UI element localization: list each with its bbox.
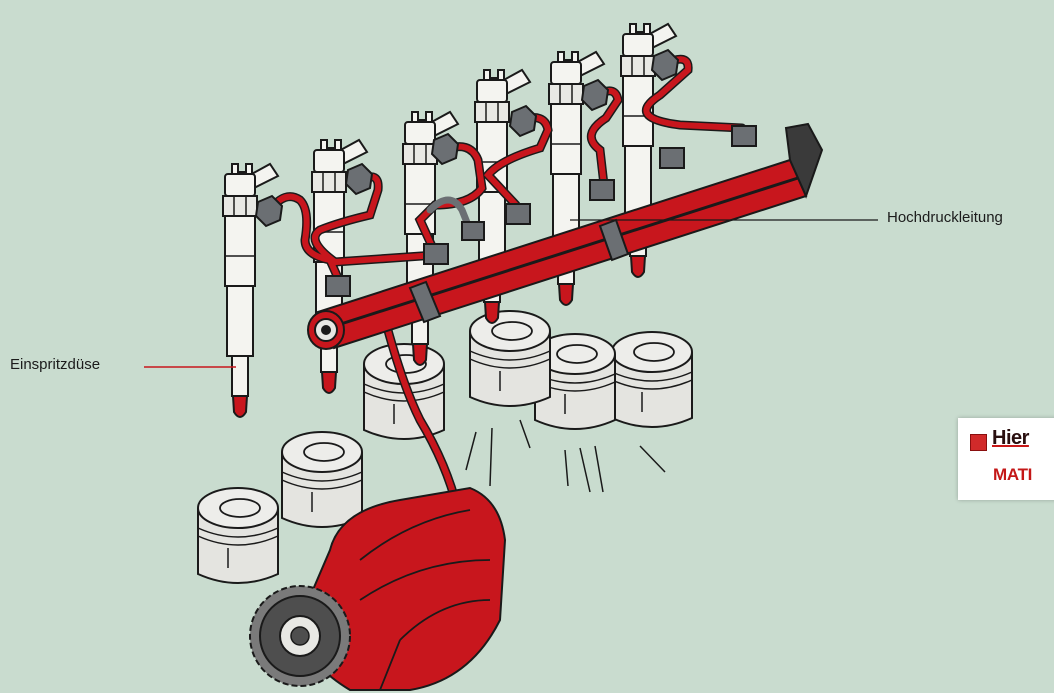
cta-box[interactable]: Hier MATI: [958, 418, 1054, 500]
piston-6: [198, 488, 278, 583]
cta-link[interactable]: Hier: [992, 427, 1029, 450]
red-square-icon: [970, 434, 987, 451]
piston-5: [282, 432, 362, 527]
cta-subtext: MATI: [993, 465, 1032, 485]
rail-label: Hochdruckleitung: [887, 209, 1003, 226]
piston-4: [612, 332, 692, 427]
piston-2: [470, 311, 550, 406]
injector-label: Einspritzdüse: [10, 356, 100, 373]
